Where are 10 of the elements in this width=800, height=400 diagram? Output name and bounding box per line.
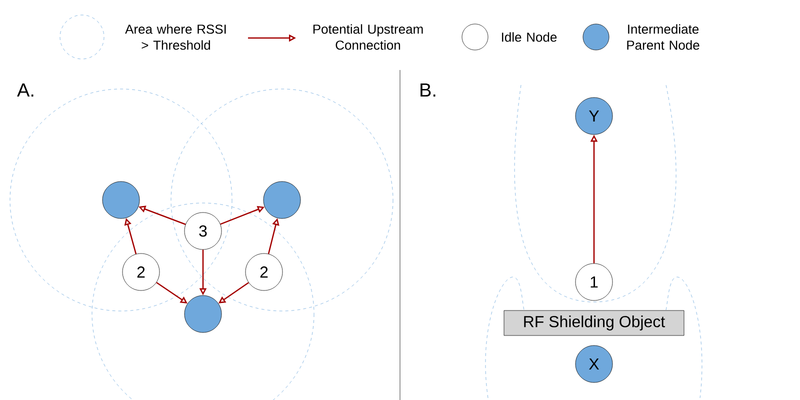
parent-node-circle	[263, 181, 301, 219]
legend-text: Potential Upstream Connection	[313, 24, 423, 50]
panel-label: B.	[420, 83, 436, 97]
legend-text: Area where RSSI > Threshold	[125, 24, 226, 50]
shielding-object-box: RF Shielding Object	[504, 310, 684, 336]
legend-text: Idle Node	[502, 32, 557, 42]
parent-node-circle	[184, 295, 222, 333]
parent-node-circle	[102, 181, 140, 219]
legend-text: Intermediate Parent Node	[627, 24, 700, 50]
panel-label: A.	[17, 83, 34, 97]
